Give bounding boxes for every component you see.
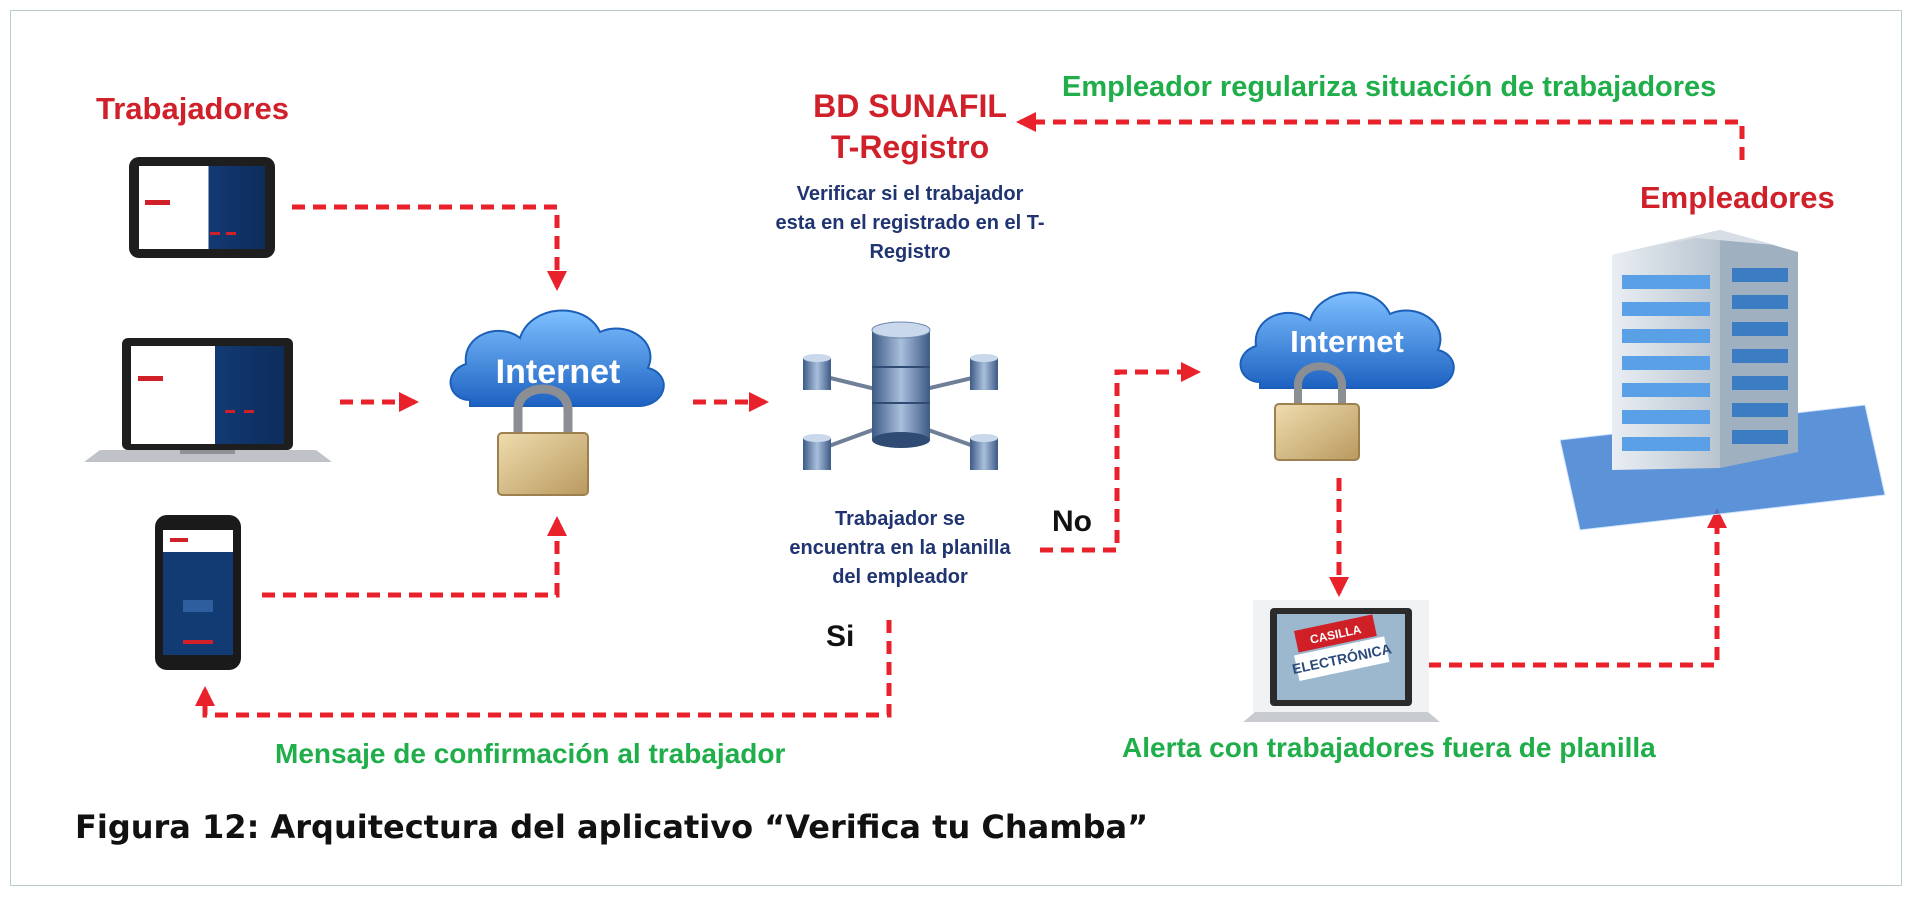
- cloud-icon-right: [1239, 291, 1455, 389]
- laptop-icon: [84, 338, 332, 462]
- internet-label-right: Internet: [1290, 324, 1404, 359]
- check-line3: del empleador: [832, 566, 968, 588]
- cloud-icon-left: [449, 309, 665, 407]
- tablet-icon: [129, 157, 275, 258]
- arrow-phone-to-internet: [262, 516, 567, 598]
- figure-frame: [10, 10, 1902, 886]
- workers-title: Trabajadores: [96, 91, 289, 126]
- check-line2: encuentra en la planilla: [789, 537, 1011, 559]
- si-label: Si: [826, 620, 855, 653]
- confirmation-message-label: Mensaje de confirmación al trabajador: [275, 738, 786, 769]
- arrow-employers-to-db: [1016, 112, 1745, 160]
- arrows: [195, 112, 1745, 718]
- arrow-no-to-internet: [1040, 362, 1201, 553]
- db-title-line1: BD SUNAFIL: [813, 88, 1007, 124]
- padlock-icon-right: [1274, 362, 1360, 461]
- arrow-tablet-to-internet: [292, 204, 567, 291]
- smartphone-icon: [155, 515, 241, 670]
- verify-caption: Verificar si el trabajador esta en el re…: [745, 180, 1075, 267]
- employer-regularizes-label: Empleador regulariza situación de trabaj…: [1062, 71, 1717, 103]
- padlock-icon-left: [497, 384, 589, 496]
- office-building-icon: [1559, 230, 1886, 531]
- check-caption: Trabajador se encuentra en la planilla d…: [745, 505, 1055, 592]
- figure-caption: Figura 12: Arquitectura del aplicativo “…: [75, 808, 1149, 846]
- employers-title: Empleadores: [1640, 180, 1835, 215]
- arrow-si-to-phone: [195, 620, 892, 718]
- arrow-casilla-to-employers: [1428, 508, 1727, 668]
- check-line1: Trabajador se: [834, 508, 966, 530]
- database-server-icon: [803, 321, 998, 470]
- alert-message-label: Alerta con trabajadores fuera de planill…: [1122, 732, 1656, 763]
- internet-label-left: Internet: [496, 353, 621, 391]
- verify-line2: esta en el registrado en el T-: [775, 212, 1045, 234]
- db-title: BD SUNAFIL T-Registro: [810, 86, 1010, 168]
- db-title-line2: T-Registro: [830, 129, 990, 165]
- verify-line3: Registro: [869, 241, 951, 263]
- verify-line1: Verificar si el trabajador: [796, 183, 1024, 205]
- no-label: No: [1052, 505, 1092, 538]
- casilla-electronica-laptop-icon: CASILLA ELECTRÓNICA: [1243, 600, 1440, 722]
